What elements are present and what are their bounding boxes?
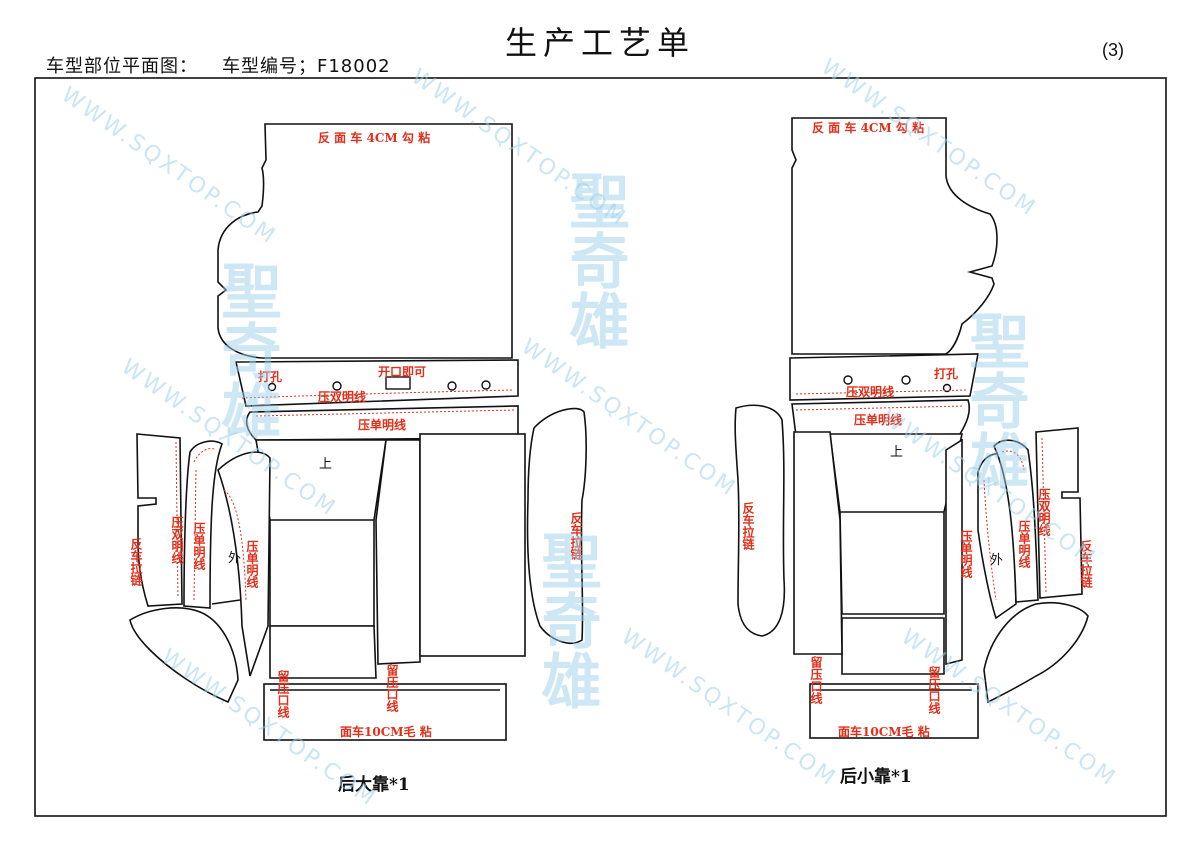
left-side-single-line-2: 压单明线 — [245, 540, 259, 589]
right-upper-seam — [795, 389, 969, 395]
right-outer-label: 外 — [990, 553, 1003, 568]
right-bottom-right-label: 留压口线 — [927, 665, 941, 715]
right-base-strip — [809, 683, 979, 739]
left-wing-seam — [223, 489, 247, 601]
left-right-wing — [526, 407, 587, 644]
page-number: (3) — [1102, 40, 1124, 60]
left-wing-edge — [211, 599, 241, 605]
left-side-double-line: 压双明线 — [170, 516, 184, 565]
subtitle: 车型部位平面图： 车型编号；F18002 — [46, 52, 391, 78]
left-up-label: 上 — [319, 457, 332, 472]
right-base-label: 面车10CM毛 粘 — [838, 724, 930, 739]
watermark-logo-1: 聖奇雄 — [559, 170, 629, 350]
left-punch-hole-2 — [332, 381, 342, 391]
left-bottom-right-label: 留压口线 — [385, 663, 399, 713]
left-opening-label: 开口即可 — [378, 365, 426, 379]
left-bottom-left-label: 留压口线 — [276, 669, 290, 719]
left-second-seam — [255, 409, 515, 417]
right-punch-hole-2 — [901, 375, 911, 385]
left-punch-hole-3 — [447, 381, 457, 391]
left-single-line-label: 压单明线 — [358, 417, 406, 432]
left-outer-label: 外 — [228, 551, 241, 566]
left-caption: 后大靠*1 — [338, 774, 410, 795]
right-caption: 后小靠*1 — [840, 766, 912, 787]
left-zip-panel — [136, 433, 183, 607]
right-left-reverse-zip: 反车拉链 — [741, 501, 755, 551]
left-curved-strip — [183, 440, 223, 609]
left-center-lower — [269, 625, 377, 679]
left-punch-label: 打孔 — [258, 369, 282, 384]
right-top-panel — [791, 117, 998, 355]
left-top-panel — [217, 123, 513, 359]
right-top-panel-label: 反 面 车 4CM 勾 粘 — [812, 120, 924, 135]
left-curved-seam-2 — [193, 469, 197, 601]
model-number: 车型编号；F18002 — [222, 56, 391, 77]
left-middle-panel — [375, 439, 421, 665]
right-zip-seam — [1041, 437, 1047, 593]
right-left-tall-panel — [793, 431, 843, 655]
left-curved-seam — [193, 448, 217, 463]
left-upper-strip — [234, 359, 519, 407]
right-side-single-line: 压单明线 — [959, 530, 973, 579]
left-side-single-line: 压单明线 — [192, 522, 206, 571]
plan-label: 车型部位平面图： — [46, 56, 198, 77]
left-top-panel-label: 反 面 车 4CM 勾 粘 — [318, 130, 430, 145]
left-base-strip — [263, 683, 507, 741]
right-bottom-left-label: 留压口线 — [809, 655, 823, 705]
left-base-label: 面车10CM毛 粘 — [340, 724, 432, 739]
left-right-panel — [419, 433, 526, 657]
right-up-label: 上 — [890, 445, 903, 460]
right-upper-strip — [789, 353, 979, 401]
right-bottom-lobe — [983, 601, 1089, 704]
drawing-frame — [34, 77, 1167, 817]
watermark-logo-2: 聖奇雄 — [211, 260, 281, 440]
left-punch-hole-1 — [267, 382, 277, 392]
left-punch-hole-4 — [481, 380, 491, 390]
right-left-wing — [734, 404, 786, 637]
right-second-seam — [795, 405, 965, 411]
right-wing-seam — [983, 479, 997, 601]
page-title: 生产工艺单 — [504, 24, 695, 62]
right-punch-hole-3 — [942, 383, 952, 393]
right-middle-panel — [945, 438, 963, 666]
right-right-reverse-zip: 反车拉链 — [1079, 539, 1093, 589]
right-double-line-label: 压双明线 — [846, 384, 894, 399]
left-pattern-set — [129, 123, 587, 741]
watermark-logo-4: 聖奇雄 — [531, 530, 601, 710]
left-wing-piece — [217, 451, 271, 677]
watermark-logo-3: 聖奇雄 — [959, 310, 1029, 490]
left-double-line-label: 压双明线 — [318, 389, 366, 404]
right-punch-label: 打孔 — [934, 366, 958, 381]
left-opening-slot — [385, 376, 411, 390]
left-upper-seam — [241, 389, 515, 399]
right-side-double-line: 压双明线 — [1037, 488, 1051, 537]
right-wing-piece — [977, 452, 1017, 620]
watermark-url-1: WWW.SQXTOP.COM — [57, 82, 282, 250]
left-side-reverse-zip: 反车拉链 — [129, 537, 143, 587]
left-right-reverse-zip: 反车拉链 — [569, 511, 583, 561]
right-center-lower — [841, 617, 945, 675]
right-single-line-label: 压单明线 — [854, 412, 902, 427]
right-punch-hole-1 — [843, 375, 853, 385]
right-curved-strip — [993, 439, 1039, 603]
left-bottom-lobe — [129, 607, 239, 704]
right-pattern-set — [734, 117, 1089, 739]
right-zip-panel — [1035, 427, 1083, 599]
right-side-single-line-2: 压单明线 — [1017, 520, 1031, 569]
